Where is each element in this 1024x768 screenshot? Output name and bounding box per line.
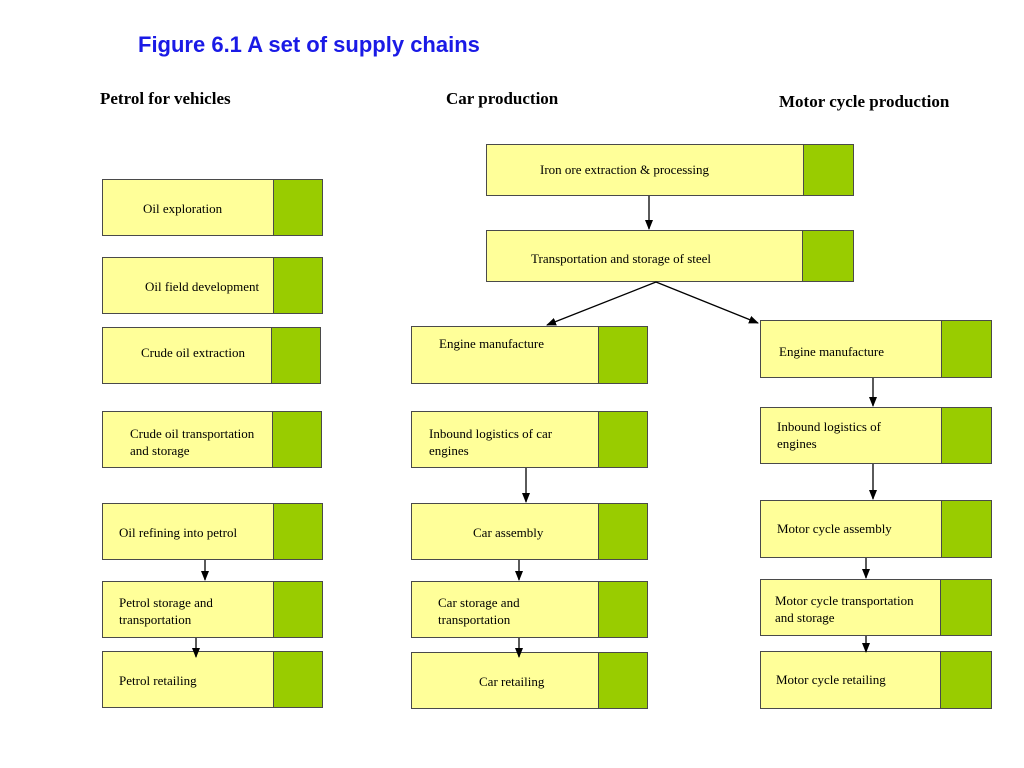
- step-label: Inbound logistics of engines: [777, 419, 881, 451]
- petrol-step-crude-oil-extraction: Crude oil extraction: [102, 327, 321, 384]
- step-label: Motor cycle assembly: [777, 521, 892, 536]
- step-label: Petrol storage and transportation: [119, 595, 213, 627]
- green-marker: [598, 327, 647, 383]
- petrol-step-petrol-storage: Petrol storage and transportation: [102, 581, 323, 638]
- motor-step-engine-manufacture: Engine manufacture: [760, 320, 992, 378]
- step-label: Engine manufacture: [439, 336, 545, 351]
- green-marker: [598, 412, 647, 467]
- step-label: Iron ore extraction & processing: [540, 162, 709, 177]
- green-marker: [940, 580, 991, 635]
- step-label: Engine manufacture: [779, 344, 885, 359]
- column-heading-petrol: Petrol for vehicles: [100, 89, 231, 108]
- green-marker: [273, 180, 322, 235]
- step-label: Crude oil extraction: [141, 345, 245, 360]
- column-heading-motor: Motor cycle production: [779, 92, 950, 111]
- green-marker: [941, 321, 991, 377]
- car-step-steel-storage: Transportation and storage of steel: [486, 230, 854, 282]
- step-label: Car retailing: [479, 674, 545, 689]
- car-step-iron-ore: Iron ore extraction & processing: [486, 144, 854, 196]
- green-marker: [941, 501, 991, 557]
- step-label: Oil exploration: [143, 201, 223, 216]
- step-label: Crude oil transportation and storage: [130, 426, 255, 458]
- green-marker: [271, 328, 320, 383]
- car-step-car-assembly: Car assembly: [411, 503, 648, 560]
- petrol-step-oil-refining: Oil refining into petrol: [102, 503, 323, 560]
- motor-step-inbound-logistics: Inbound logistics of engines: [760, 407, 992, 464]
- step-label: Car storage and transportation: [438, 595, 520, 627]
- car-step-engine-manufacture: Engine manufacture: [411, 326, 648, 384]
- green-marker: [272, 412, 321, 467]
- motor-step-transportation: Motor cycle transportation and storage: [760, 579, 992, 636]
- green-marker: [273, 582, 322, 637]
- green-marker: [941, 408, 991, 463]
- green-marker: [598, 653, 647, 708]
- arrow-steel-to-car-engine: [546, 281, 657, 326]
- step-label: Motor cycle retailing: [776, 672, 886, 687]
- green-marker: [273, 652, 322, 707]
- green-marker: [273, 504, 322, 559]
- arrow-steel-to-motor-engine: [655, 281, 759, 324]
- green-marker: [940, 652, 991, 708]
- step-label: Motor cycle transportation and storage: [775, 593, 914, 625]
- green-marker: [803, 145, 853, 195]
- step-label: Inbound logistics of car engines: [429, 426, 553, 458]
- petrol-step-oil-exploration: Oil exploration: [102, 179, 323, 236]
- petrol-step-crude-oil-transportation: Crude oil transportation and storage: [102, 411, 322, 468]
- step-label: Transportation and storage of steel: [531, 251, 712, 266]
- motor-step-assembly: Motor cycle assembly: [760, 500, 992, 558]
- car-step-car-storage: Car storage and transportation: [411, 581, 648, 638]
- green-marker: [598, 504, 647, 559]
- motor-step-retailing: Motor cycle retailing: [760, 651, 992, 709]
- car-step-inbound-logistics: Inbound logistics of car engines: [411, 411, 648, 468]
- figure-title: Figure 6.1 A set of supply chains: [138, 32, 480, 57]
- column-heading-car: Car production: [446, 89, 559, 108]
- petrol-step-petrol-retailing: Petrol retailing: [102, 651, 323, 708]
- green-marker: [598, 582, 647, 637]
- step-label: Car assembly: [473, 525, 544, 540]
- petrol-step-oil-field-development: Oil field development: [102, 257, 323, 314]
- step-label: Oil field development: [145, 279, 260, 294]
- car-step-car-retailing: Car retailing: [411, 652, 648, 709]
- green-marker: [802, 231, 853, 281]
- step-label: Petrol retailing: [119, 673, 197, 688]
- step-label: Oil refining into petrol: [119, 525, 238, 540]
- green-marker: [273, 258, 322, 313]
